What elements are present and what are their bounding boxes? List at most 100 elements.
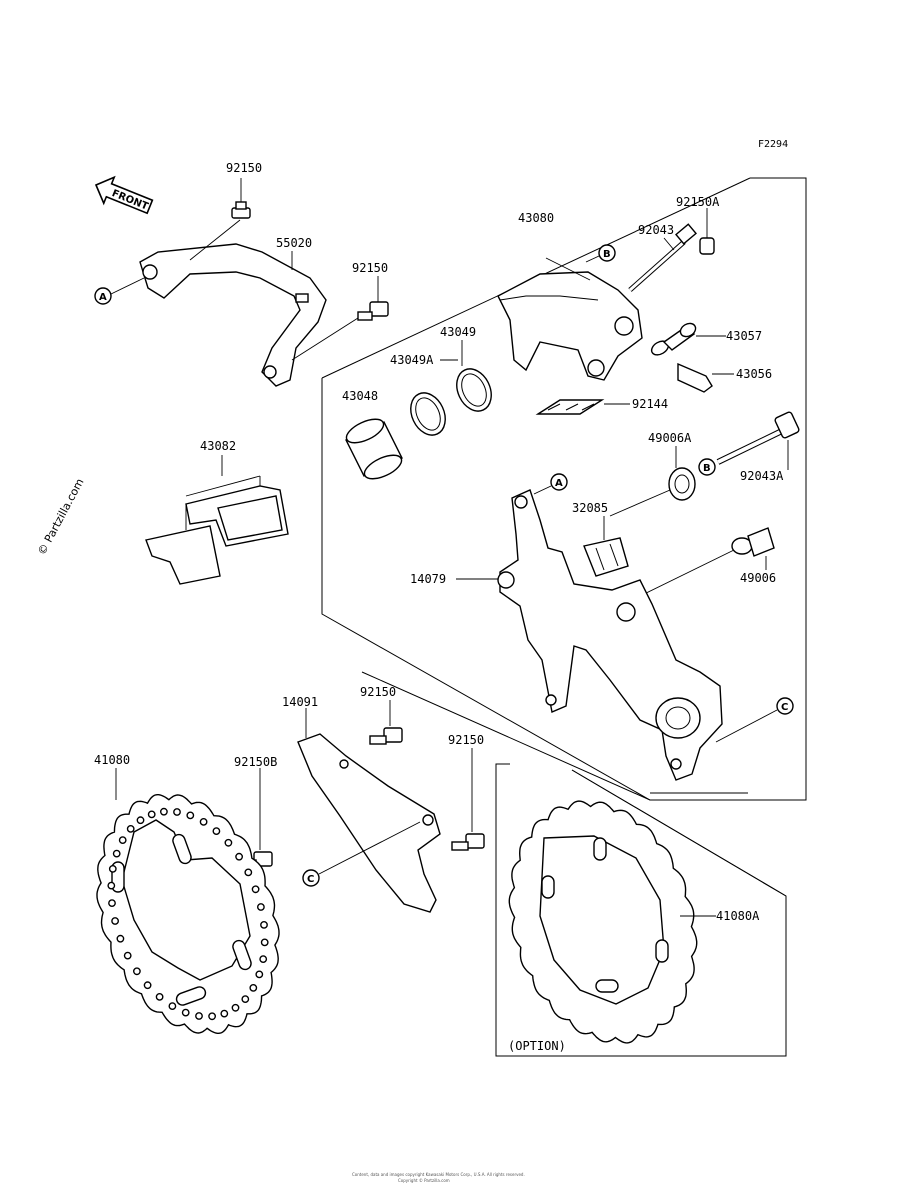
svg-text:B: B	[603, 249, 611, 260]
front-arrow-icon: FRONT	[94, 175, 154, 215]
label-92043A: 92043A	[740, 469, 784, 483]
label-43049: 43049	[440, 325, 476, 339]
disc-drill-hole	[111, 917, 120, 925]
disc-drill-hole	[155, 993, 164, 1001]
figure-code: F2294	[758, 139, 788, 150]
disc-drill-hole	[195, 1012, 203, 1020]
svg-text:C: C	[781, 702, 788, 713]
callout-c-right: C	[715, 697, 794, 743]
callout-b-top: B	[585, 244, 616, 263]
label-92144: 92144	[632, 397, 668, 411]
bracket-14079	[497, 489, 723, 781]
label-14079: 14079	[410, 572, 446, 586]
boot-49006A	[609, 446, 696, 517]
disc-drill-hole	[220, 1009, 229, 1018]
label-92150B: 92150B	[234, 755, 277, 769]
watermark: © Partzilla.com	[35, 476, 86, 557]
option-label: (OPTION)	[508, 1039, 566, 1053]
disc-drill-hole	[108, 899, 116, 907]
brake-disc-41080A	[508, 800, 716, 1044]
label-92150-low: 92150	[360, 685, 396, 699]
disc-drill-hole	[212, 827, 221, 835]
disc-drill-hole	[231, 1003, 240, 1012]
footer-line-1: Content, data and images copyright Kawas…	[352, 1172, 525, 1177]
label-49006: 49006	[740, 571, 776, 585]
label-92150-top: 92150	[226, 161, 262, 175]
label-49006A: 49006A	[648, 431, 692, 445]
disc-drill-hole	[168, 1002, 177, 1010]
disc-drill-hole	[108, 865, 117, 873]
disc-drill-hole	[199, 818, 208, 826]
disc-drill-hole	[173, 808, 181, 816]
label-55020: 55020	[276, 236, 312, 250]
disc-drill-hole	[208, 1012, 217, 1021]
disc-drill-hole	[147, 810, 156, 819]
disc-drill-hole	[256, 903, 265, 911]
disc-drill-hole	[143, 981, 152, 990]
disc-drill-hole	[132, 967, 141, 976]
banjo-43057	[650, 322, 726, 356]
callout-b-right: B	[698, 458, 716, 476]
caliper-43080	[497, 257, 643, 381]
bolt-92150-top	[231, 178, 251, 219]
callout-a-left: A	[94, 277, 145, 305]
footer-line-2: Copyright © Partzilla.com	[398, 1178, 450, 1183]
disc-drill-hole	[126, 825, 135, 833]
disc-drill-hole	[235, 852, 244, 861]
disc-drill-hole	[255, 970, 264, 979]
disc-drill-hole	[224, 838, 233, 847]
svg-text:A: A	[99, 292, 107, 303]
svg-text:C: C	[307, 874, 314, 885]
disc-drill-hole	[241, 995, 250, 1003]
bolt-92150-mid	[291, 276, 389, 361]
bleeder-43056	[677, 362, 734, 393]
pin-92043A	[716, 411, 800, 470]
label-41080A: 41080A	[716, 909, 760, 923]
label-43057: 43057	[726, 329, 762, 343]
label-43049A: 43049A	[390, 353, 434, 367]
seal-43049	[456, 340, 492, 412]
disc-drill-hole	[107, 881, 116, 890]
bolt-49006	[631, 527, 775, 601]
bolt-92150-low	[369, 700, 403, 745]
disc-drill-hole	[260, 921, 268, 929]
bolt-92150A	[699, 208, 715, 255]
disc-drill-hole	[181, 1008, 190, 1017]
label-41080: 41080	[94, 753, 130, 767]
label-43082: 43082	[200, 439, 236, 453]
disc-drill-hole	[244, 868, 253, 877]
caliper-group-border	[321, 177, 807, 801]
disc-drill-hole	[112, 849, 121, 858]
piston-43048	[345, 418, 403, 480]
label-92150-right: 92150	[448, 733, 484, 747]
bracket-55020	[139, 219, 327, 387]
label-92043: 92043	[638, 223, 674, 237]
brake-pads-43082	[145, 475, 289, 585]
callout-c-left: C	[302, 821, 421, 887]
disc-drill-hole	[123, 951, 132, 960]
svg-text:B: B	[703, 463, 711, 474]
clip-32085	[583, 516, 629, 577]
label-92150-mid: 92150	[352, 261, 388, 275]
disc-drill-hole	[116, 934, 125, 943]
label-92150A: 92150A	[676, 195, 720, 209]
disc-drill-hole	[260, 938, 269, 947]
disc-drill-hole	[186, 811, 195, 820]
callout-a-right: A	[533, 473, 568, 495]
label-43056: 43056	[736, 367, 772, 381]
disc-drill-hole	[251, 885, 260, 894]
pin-92043	[628, 223, 697, 292]
guard-14091	[297, 708, 441, 913]
bolt-92150-right	[451, 748, 485, 851]
brake-disc-41080	[96, 768, 280, 1034]
spring-92144	[535, 399, 630, 415]
label-14091: 14091	[282, 695, 318, 709]
label-43048: 43048	[342, 389, 378, 403]
label-43080: 43080	[518, 211, 554, 225]
seal-43049A	[410, 359, 458, 436]
disc-drill-hole	[259, 955, 268, 963]
disc-drill-hole	[249, 984, 258, 992]
disc-drill-hole	[118, 836, 127, 844]
disc-drill-hole	[159, 807, 168, 816]
